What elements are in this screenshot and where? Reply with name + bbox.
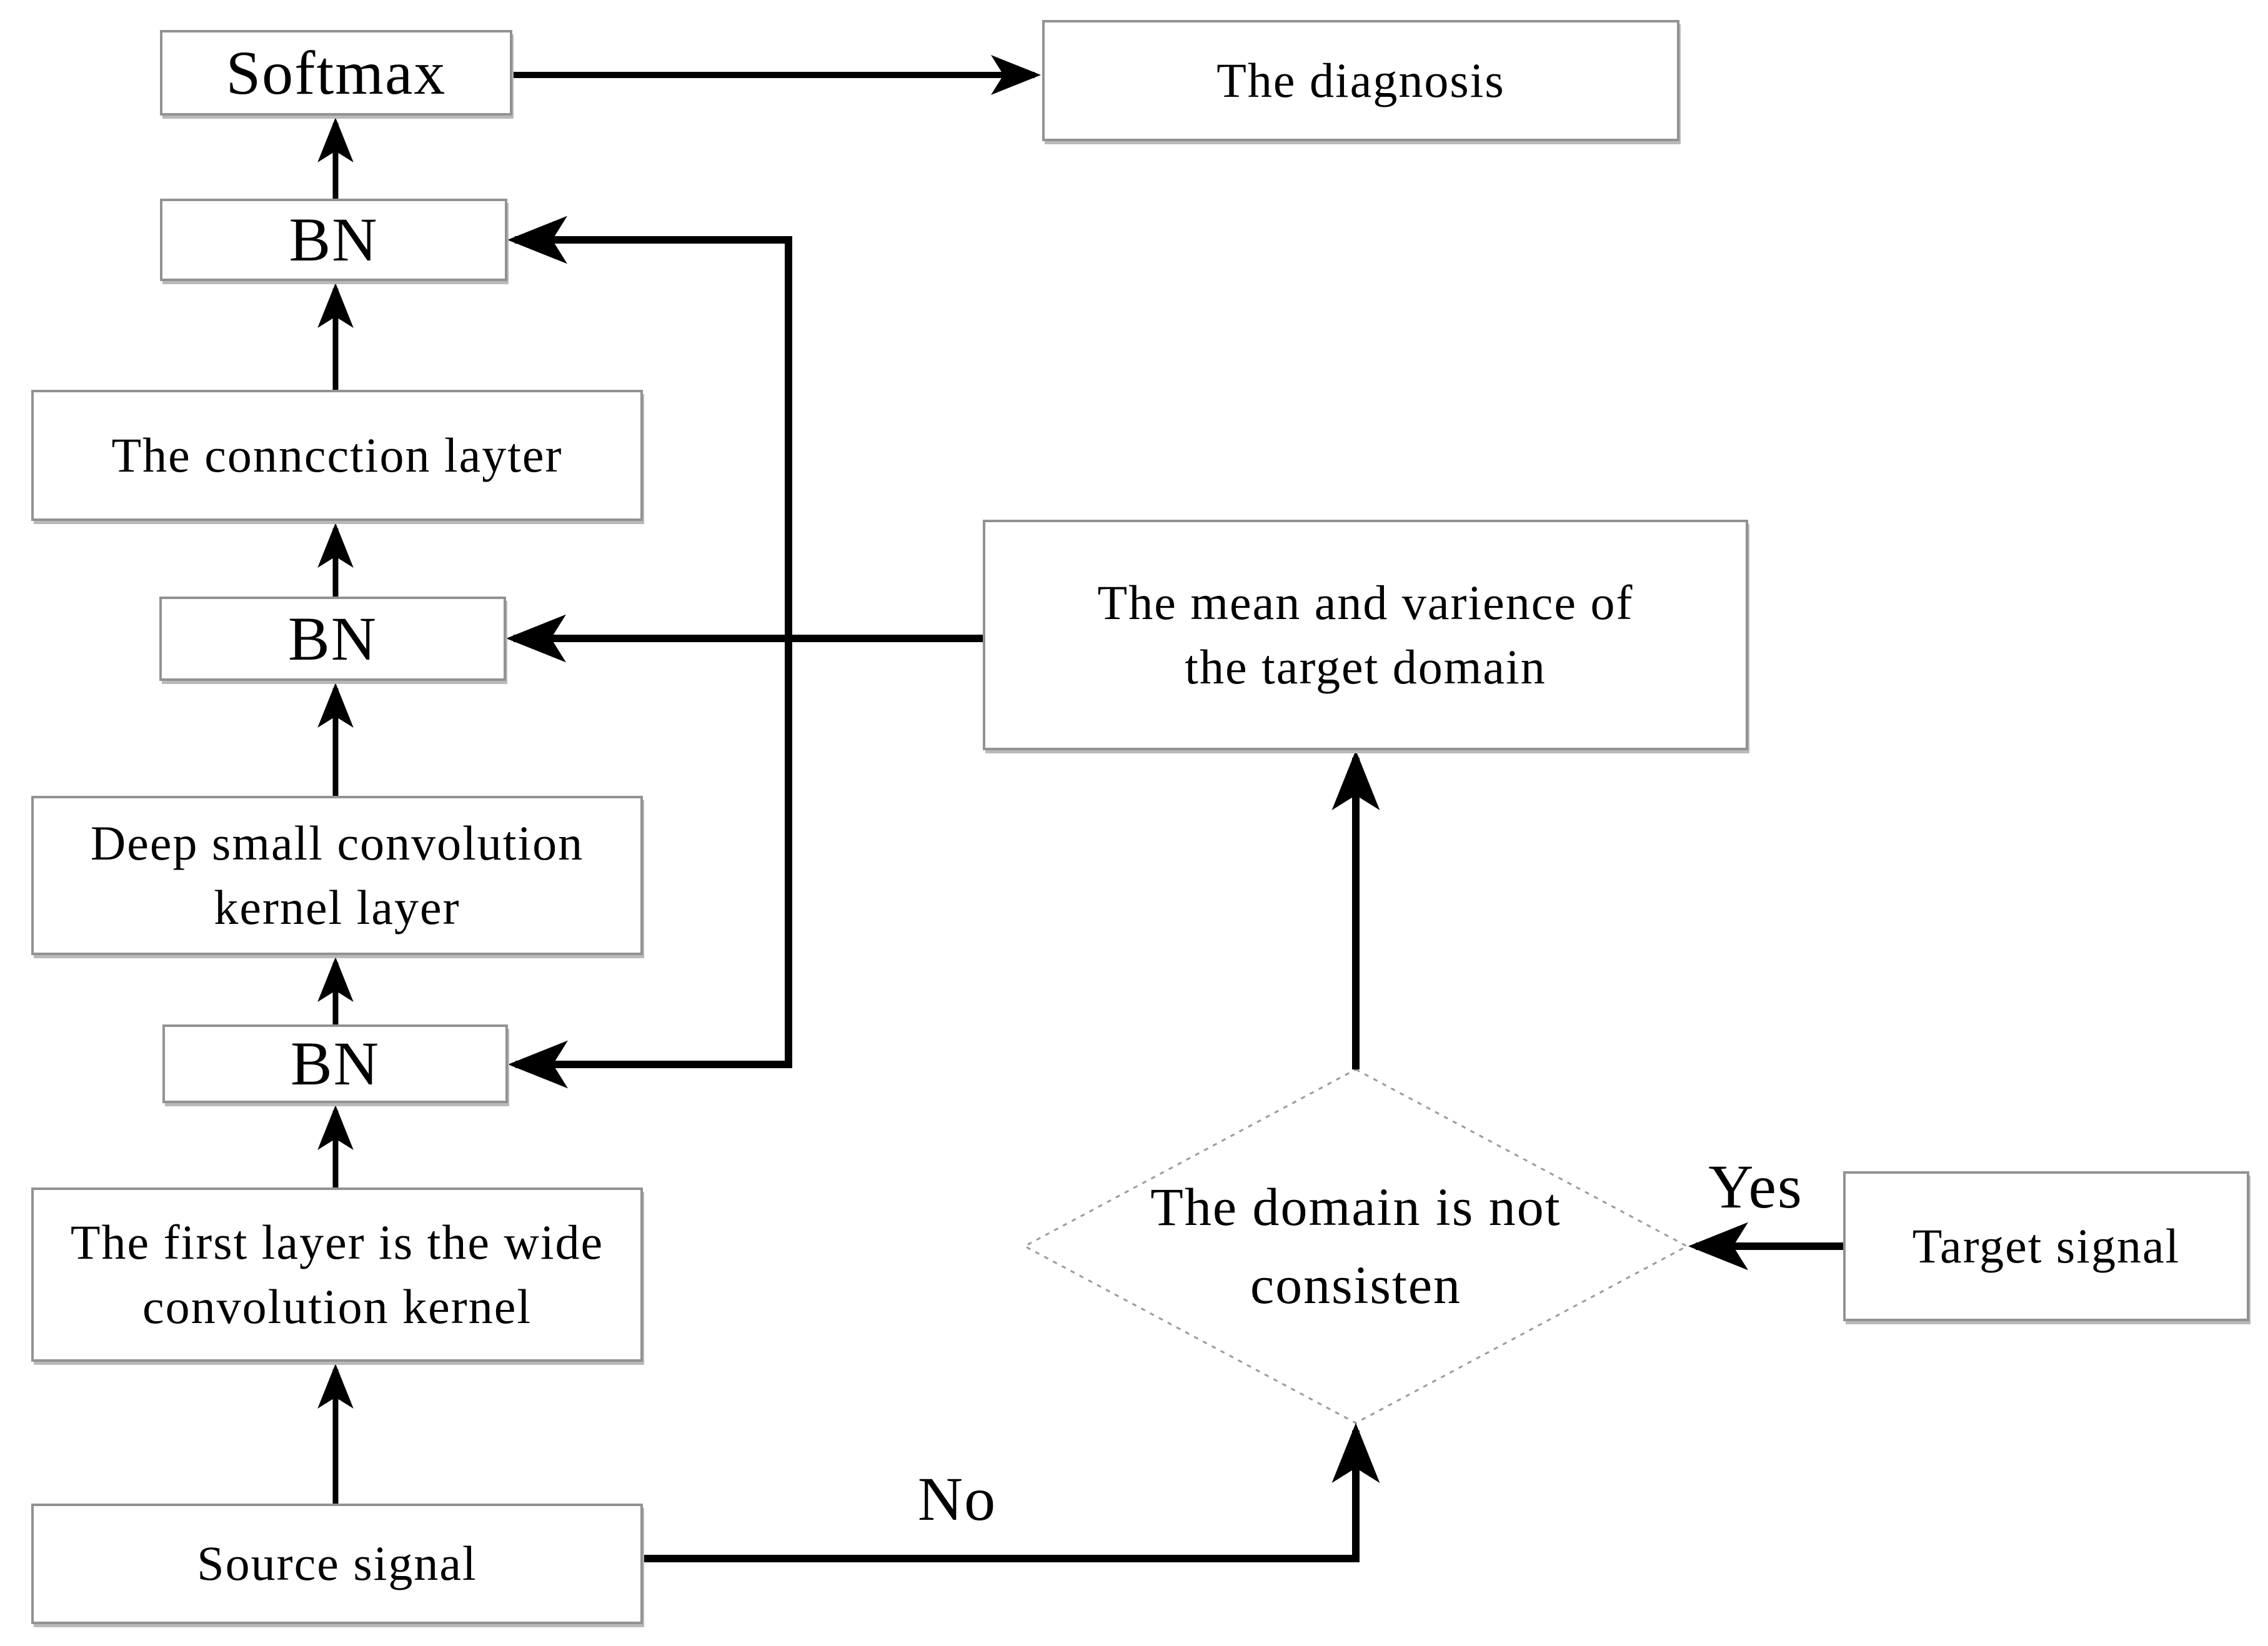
node-connection-layer: The conncction layter: [31, 390, 643, 521]
node-first-wide-conv: The first layer is the wide convolution …: [31, 1187, 643, 1362]
node-source-signal: Source signal: [31, 1504, 643, 1624]
node-bn-mid: BN: [159, 597, 506, 681]
node-softmax: Softmax: [160, 30, 512, 116]
arrow-source-to-decision-no: [643, 1423, 1380, 1562]
node-decision-label: The domain is not consisten: [1150, 1177, 1561, 1315]
node-target-signal: Target signal: [1843, 1171, 2249, 1321]
node-diagnosis: The diagnosis: [1042, 20, 1679, 141]
node-bn-top: BN: [160, 199, 507, 281]
node-bn-bot: BN: [162, 1024, 508, 1103]
edge-label-no: No: [917, 1464, 997, 1534]
node-deep-small-conv: Deep small convolution kernel layer: [31, 796, 643, 955]
node-mean-variance: The mean and varience of the target doma…: [983, 520, 1748, 750]
edge-label-yes: Yes: [1708, 1152, 1803, 1221]
